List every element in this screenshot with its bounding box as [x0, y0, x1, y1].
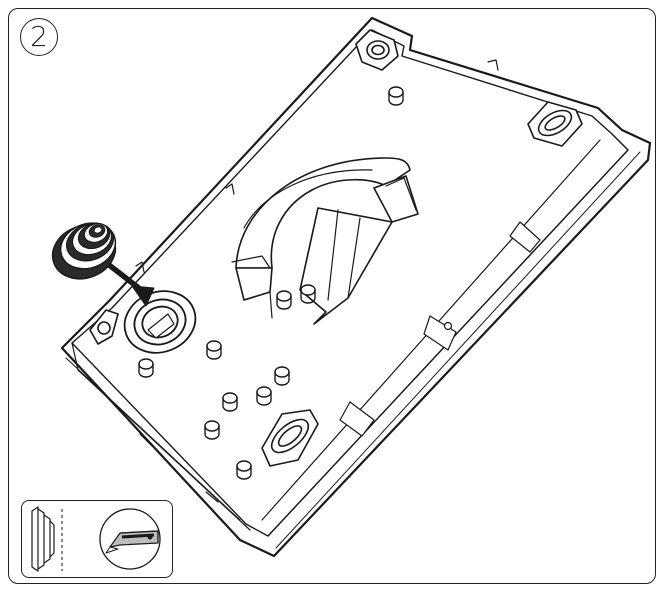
peg [206, 340, 222, 360]
peg [256, 386, 272, 406]
slot-left [89, 309, 119, 345]
slot-top-right [527, 101, 583, 147]
peg [276, 290, 292, 310]
cutting-detail-drawing [31, 506, 161, 572]
peg [388, 86, 404, 106]
central-cable-opening [231, 157, 419, 325]
mounting-plate [60, 16, 652, 558]
peg [300, 284, 316, 304]
utility-knife-icon [99, 508, 161, 570]
grommet-hole [123, 290, 197, 354]
mounting-pegs [138, 86, 404, 480]
peg [138, 358, 154, 378]
slot-bottom [261, 409, 319, 467]
peg [204, 420, 220, 440]
cable-grommet-icon [51, 222, 117, 280]
peg [274, 366, 290, 386]
cutting-detail-inset [21, 500, 173, 578]
slot-top-left [355, 29, 399, 71]
mounting-slots [89, 29, 583, 467]
grommet-profile-icon [31, 506, 63, 572]
peg [236, 460, 252, 480]
peg [222, 392, 238, 412]
step-number-badge: 2 [20, 18, 58, 56]
